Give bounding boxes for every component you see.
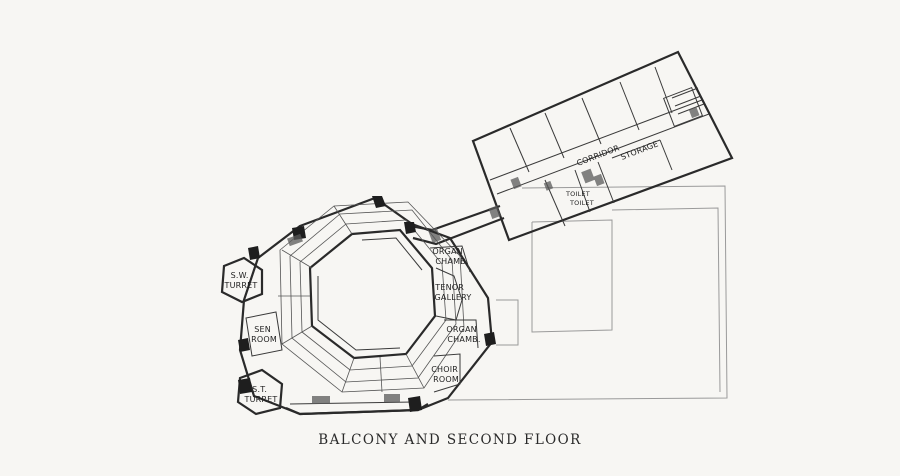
label-toilets: TOILET TOILET <box>565 190 594 207</box>
parish-wing <box>471 50 734 242</box>
label-sen-room: SEN ROOM <box>251 325 277 344</box>
label-corridor: CORRIDOR <box>575 143 620 168</box>
label-organ-chamber-top: ORGAN CHAMB. <box>432 247 468 266</box>
label-choir-room: CHOIR ROOM <box>431 365 461 384</box>
lower-floor-outline <box>447 185 728 401</box>
label-st-turret: S.T. TURRET <box>243 385 277 404</box>
balcony-octagon <box>220 196 496 416</box>
label-organ-chamber-bottom: ORGAN CHAMB. <box>446 325 480 344</box>
connecting-bridge <box>404 204 505 246</box>
label-sw-turret: S.W. TURRET <box>223 271 257 290</box>
plan-caption: BALCONY AND SECOND FLOOR <box>318 432 582 448</box>
label-storage: STORAGE <box>619 139 659 162</box>
label-tenor-gallery: TENOR GALLERY <box>434 283 471 302</box>
